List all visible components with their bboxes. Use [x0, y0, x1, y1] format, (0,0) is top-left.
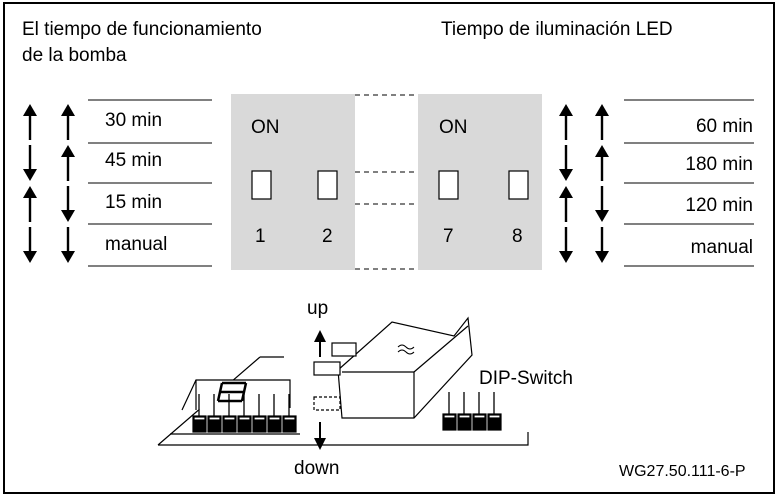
- left-pin-header: [192, 394, 297, 433]
- left-row1-col1-up-arrow-icon: [23, 104, 37, 140]
- right-title: Tiempo de iluminación LED: [441, 19, 673, 40]
- panel-connector-lines: [355, 94, 418, 270]
- left-header-pin: [252, 394, 267, 433]
- left-arrow-column: [23, 104, 75, 263]
- left-title-line2: de la bomba: [22, 45, 127, 66]
- left-header-pin: [222, 394, 237, 433]
- left-title-line1: El tiempo de funcionamiento: [22, 19, 262, 40]
- left-row4-col1-down-arrow-icon: [23, 227, 37, 263]
- right-pin-header: [442, 392, 502, 431]
- right-option-lines: [624, 99, 754, 267]
- switch-number-7: 7: [443, 226, 454, 247]
- left-row1-col2-up-arrow-icon: [61, 104, 75, 140]
- right-header-pin: [472, 392, 487, 431]
- right-header-pin: [457, 392, 472, 431]
- left-on-label: ON: [251, 117, 280, 138]
- right-arrow-column: [559, 104, 609, 263]
- right-row2-col2-up-arrow-icon: [595, 145, 609, 181]
- left-row3-col1-up-arrow-icon: [23, 186, 37, 222]
- right-header-pin: [442, 392, 457, 431]
- left-row4-col2-down-arrow-icon: [61, 227, 75, 263]
- left-row2-col1-down-arrow-icon: [23, 145, 37, 181]
- left-row2-col2-up-arrow-icon: [61, 145, 75, 181]
- right-option-3: 120 min: [685, 195, 753, 216]
- dip-switch-2: [317, 170, 338, 200]
- left-header-pin: [192, 394, 207, 433]
- right-option-4: manual: [690, 237, 753, 258]
- right-row3-col2-down-arrow-icon: [595, 186, 609, 222]
- dip-switch-1: [251, 170, 272, 200]
- right-row1-col2-up-arrow-icon: [595, 104, 609, 140]
- pcb-illustration: [157, 316, 529, 450]
- left-header-pin: [282, 394, 297, 433]
- right-header-pin: [487, 392, 502, 431]
- left-header-pin: [267, 394, 282, 433]
- right-option-1: 60 min: [695, 116, 753, 137]
- up-label: up: [307, 298, 329, 319]
- right-on-label: ON: [439, 117, 468, 138]
- left-option-1: 30 min: [105, 110, 163, 131]
- switch-number-1: 1: [255, 226, 266, 247]
- dip-switch-7: [438, 170, 459, 200]
- figure-code: WG27.50.111-6-P: [619, 463, 746, 480]
- left-row3-col2-down-arrow-icon: [61, 186, 75, 222]
- right-row4-col1-down-arrow-icon: [559, 227, 573, 263]
- left-option-2: 45 min: [105, 150, 163, 171]
- left-header-pin: [237, 394, 252, 433]
- left-option-3: 15 min: [105, 192, 163, 213]
- down-label: down: [294, 458, 340, 479]
- switch-number-2: 2: [322, 226, 333, 247]
- right-row1-col1-up-arrow-icon: [559, 104, 573, 140]
- right-row2-col1-down-arrow-icon: [559, 145, 573, 181]
- dip-switch-label: DIP-Switch: [479, 368, 573, 389]
- right-option-2: 180 min: [685, 154, 753, 175]
- left-option-lines: [88, 99, 212, 267]
- switch-number-8: 8: [512, 226, 523, 247]
- dip-switch-8: [508, 170, 529, 200]
- right-row3-col1-up-arrow-icon: [559, 186, 573, 222]
- left-option-4: manual: [105, 234, 168, 255]
- left-header-pin: [207, 394, 222, 433]
- right-row4-col2-down-arrow-icon: [595, 227, 609, 263]
